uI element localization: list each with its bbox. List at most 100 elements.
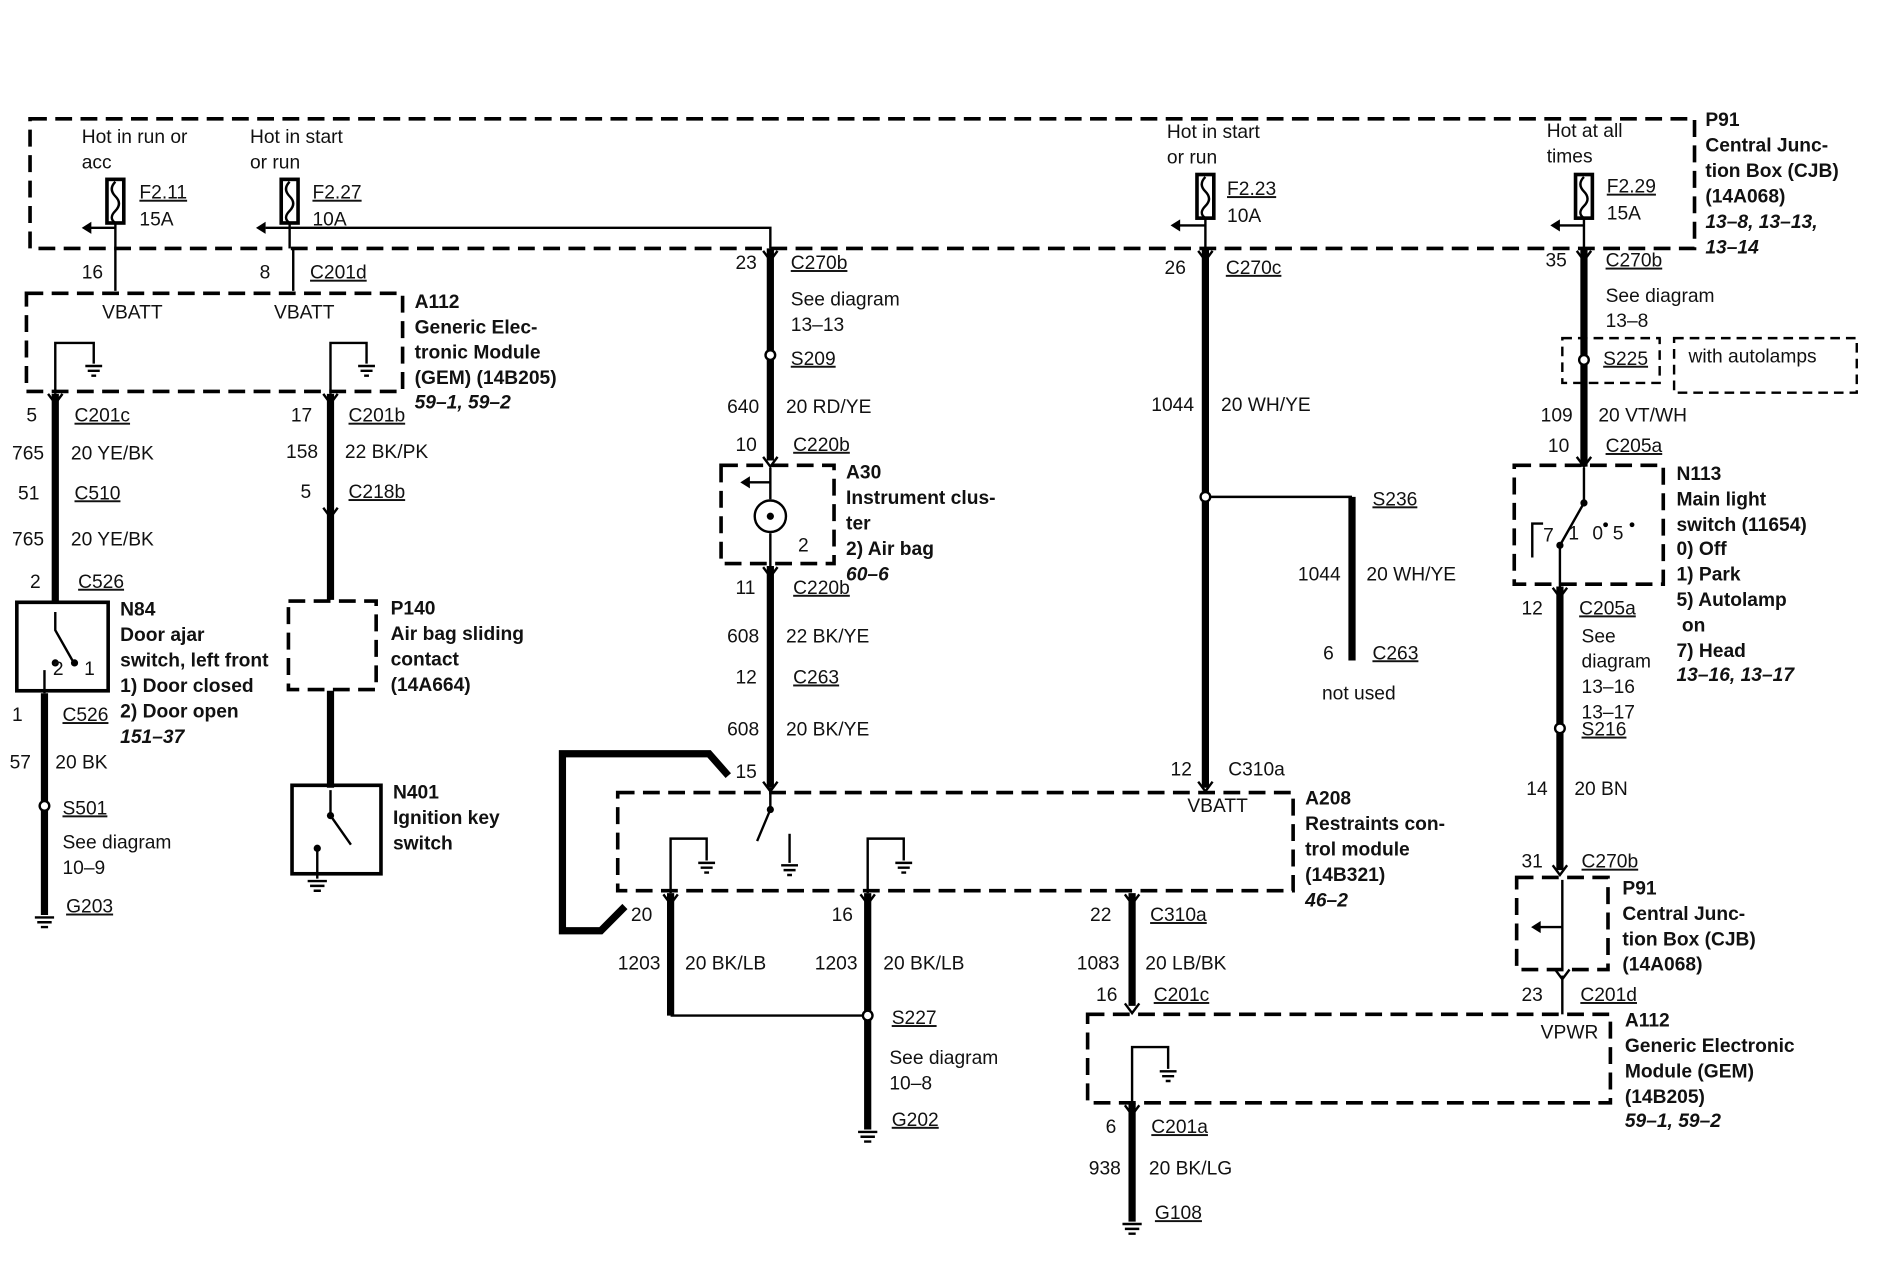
second-wire1-num: 158 xyxy=(286,442,318,463)
cluster-outline xyxy=(719,463,836,566)
right-wire1-color: 20 VT/WH xyxy=(1598,406,1687,427)
airbag-lamp-icon xyxy=(753,499,788,534)
feed-4-fuse: F2.29 xyxy=(1607,177,1656,198)
light-switch-outline xyxy=(1512,463,1666,586)
cluster-item: 2) Air bag xyxy=(846,539,934,560)
cjb-bottom-outline xyxy=(1514,875,1610,972)
right-splice: S225 xyxy=(1603,349,1648,370)
arrow-icon xyxy=(81,221,92,234)
vbatt-pin-cjb: 26 xyxy=(1165,258,1186,279)
branch-pin: 6 xyxy=(1323,643,1334,664)
gem-top-terminal-2: VBATT xyxy=(274,303,335,324)
light-switch-contact-5: 5 xyxy=(1613,523,1624,544)
right-conn-cjb: C270b xyxy=(1606,251,1663,272)
fuse-f2-27 xyxy=(255,177,772,249)
gem-bottom-pin-out: 6 xyxy=(1106,1117,1117,1138)
right-pin-1: 10 xyxy=(1548,436,1569,457)
arrow-icon xyxy=(740,476,750,489)
left-pin-4: 1 xyxy=(12,705,23,726)
gem-bottom-pin-in: 16 xyxy=(1096,985,1117,1006)
ground-icon xyxy=(85,364,103,377)
light-switch-title: N113 xyxy=(1676,464,1721,485)
second-wire1-color: 22 BK/PK xyxy=(345,442,428,463)
door-ajar-contact-2: 2 xyxy=(53,659,64,680)
gem-top: 16 8 C201d VBATT VBATT A112 Generic Elec… xyxy=(24,248,557,413)
arrow-icon xyxy=(1550,219,1560,232)
rcm-outline xyxy=(615,790,1295,893)
feed-3-amps: 10A xyxy=(1227,206,1261,227)
gem-top-terminal-1: VBATT xyxy=(102,303,163,324)
ground-icon xyxy=(698,861,716,874)
second-circuit: 17 C201b 158 22 BK/PK 5 C218b P140 Air b… xyxy=(286,393,524,892)
left-conn-1: C201c xyxy=(75,406,131,427)
right-conn-1: C205a xyxy=(1606,436,1663,457)
center-wire1-num: 640 xyxy=(727,397,759,418)
center-pin-4: 12 xyxy=(735,667,756,688)
gem-top-title: A112 xyxy=(415,292,460,313)
cjb-bottom-title: P91 xyxy=(1622,878,1656,899)
ignition-switch-box xyxy=(290,783,383,876)
rcm-wire-c-color: 20 LB/BK xyxy=(1145,953,1226,974)
left-pin-2: 51 xyxy=(18,483,39,504)
center-pin-3: 11 xyxy=(735,578,755,599)
rcm-ground: G202 xyxy=(892,1110,939,1131)
gem-top-pin-2: 8 xyxy=(260,263,271,284)
cjb-top-title: P91 xyxy=(1705,110,1739,131)
right-wire2-num: 14 xyxy=(1526,779,1548,800)
rcm-refs: 46–2 xyxy=(1304,890,1348,911)
center-conn-4: C263 xyxy=(793,667,839,688)
arrow-icon xyxy=(255,221,266,234)
branch-splice: S236 xyxy=(1372,489,1417,510)
feed-4-amps: 15A xyxy=(1607,203,1641,224)
gem-bottom-wire-color: 20 BK/LG xyxy=(1149,1158,1232,1179)
left-conn-3: C526 xyxy=(78,572,124,593)
branch-wire-color: 20 WH/YE xyxy=(1366,564,1456,585)
second-conn-1: C201b xyxy=(349,406,406,427)
gem-top-refs: 59–1, 59–2 xyxy=(415,392,511,413)
ground-icon xyxy=(895,861,913,874)
gem-top-pin-1: 16 xyxy=(82,263,103,284)
gem-bottom-pin-v: 23 xyxy=(1521,985,1542,1006)
center-conn-3: C220b xyxy=(793,578,850,599)
right-wire2-color: 20 BN xyxy=(1574,779,1627,800)
autolamp-note: with autolamps xyxy=(1688,346,1817,367)
rcm-pin-20: 20 xyxy=(631,905,652,926)
rcm-wire-a-color: 20 BK/LB xyxy=(685,953,766,974)
gem-bottom-title: A112 xyxy=(1625,1010,1670,1031)
vbatt-circuit: 26 C270c 1044 20 WH/YE S236 1044 20 WH/Y… xyxy=(1151,248,1456,794)
right-pin-cjb: 35 xyxy=(1545,251,1566,272)
autolamp-splice-box xyxy=(1561,336,1661,385)
second-pin-1: 17 xyxy=(291,406,312,427)
gem-bottom-outline xyxy=(1085,1012,1613,1105)
gem-bottom-conn-out: C201a xyxy=(1151,1117,1208,1138)
rcm-terminal: VBATT xyxy=(1187,796,1248,817)
airbag-contact-title: P140 xyxy=(391,598,436,619)
ground-icon xyxy=(858,1130,878,1143)
center-conn-2: C220b xyxy=(793,435,850,456)
ground-icon xyxy=(781,864,798,877)
ignition-switch-title: N401 xyxy=(393,783,439,804)
rcm-wire-a-num: 1203 xyxy=(618,953,661,974)
second-pin-2: 5 xyxy=(300,482,311,503)
rcm-conn: C310a xyxy=(1150,905,1207,926)
arrow-icon xyxy=(1170,219,1181,232)
gem-bottom-refs: 59–1, 59–2 xyxy=(1625,1111,1721,1132)
ground-icon xyxy=(34,916,55,929)
door-ajar-contact-1: 1 xyxy=(84,659,95,680)
fuse-f2-11 xyxy=(81,177,126,249)
center-pin-1: 23 xyxy=(735,253,756,274)
left-wire2-num: 765 xyxy=(12,529,44,550)
ground-icon xyxy=(1159,1070,1177,1083)
center-wire3-num: 608 xyxy=(727,720,759,741)
gem-bottom-conn-v: C201d xyxy=(1580,985,1637,1006)
feed-1-fuse: F2.11 xyxy=(139,183,187,204)
gem-bottom-ground: G108 xyxy=(1155,1203,1202,1224)
